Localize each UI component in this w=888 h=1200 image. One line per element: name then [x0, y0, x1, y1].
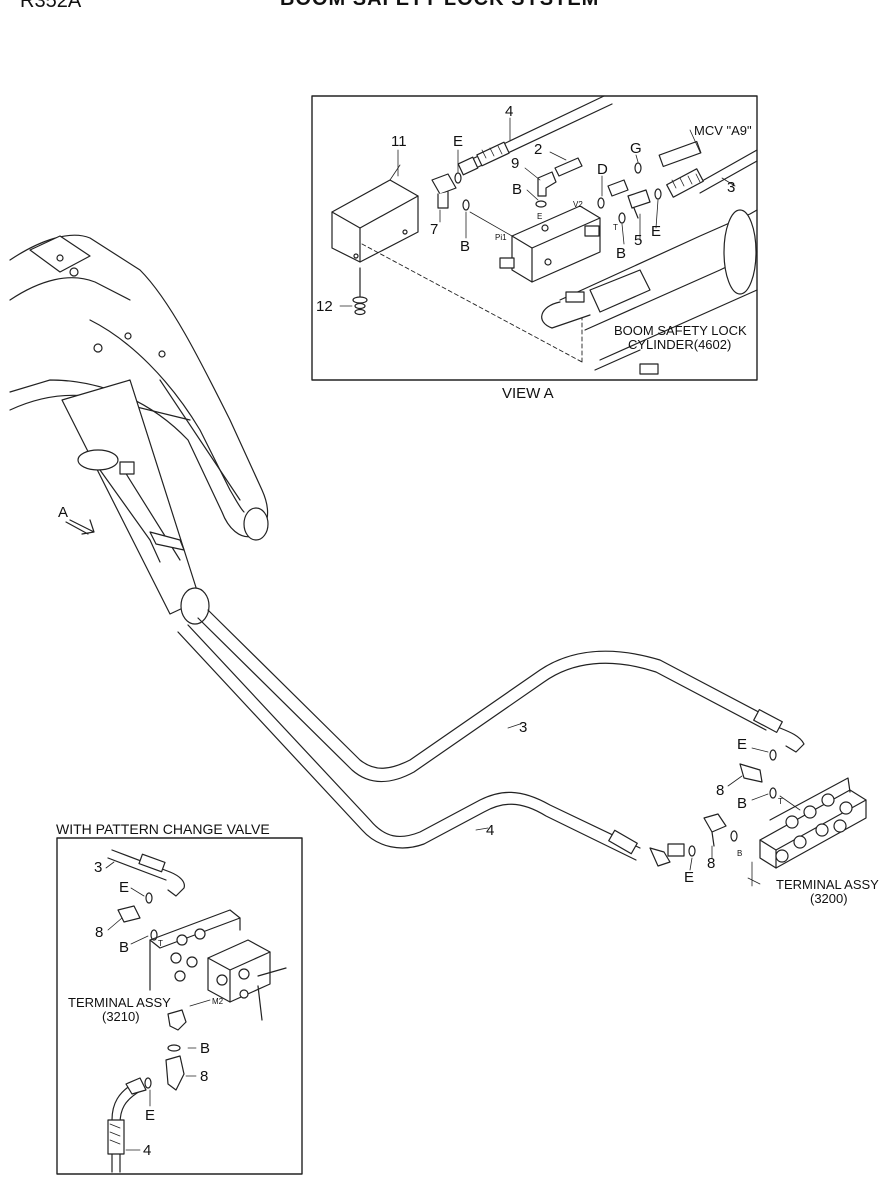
bolt-12 — [352, 267, 368, 316]
inset-leaders — [105, 861, 197, 1151]
bracket-11 — [331, 164, 419, 263]
main-hose-4 — [177, 624, 685, 867]
port-m2-label: M2 — [212, 997, 224, 1006]
mcv-a9-stub — [658, 129, 702, 168]
view-a-hose-4 — [457, 95, 613, 176]
view-arrow-label: A — [58, 504, 69, 521]
inset-tee-8-upper — [117, 905, 141, 923]
view-a-dashed-link — [361, 243, 583, 363]
boom-cylinder — [61, 379, 210, 625]
fitting-d — [607, 179, 629, 197]
view-a-hose-3 — [666, 149, 758, 198]
callout-3-va: 3 — [727, 179, 736, 196]
callout-8-inset1: 8 — [95, 924, 104, 941]
callout-5: 5 — [634, 232, 643, 249]
callout-d: D — [597, 161, 608, 178]
port-t-label-inset: T — [158, 939, 163, 948]
callout-8-inset2: 8 — [200, 1068, 209, 1085]
callout-9: 9 — [511, 155, 520, 172]
callout-8-main2: 8 — [707, 855, 716, 872]
terminal-assy-3200 — [747, 777, 867, 887]
callout-4-inset: 4 — [143, 1142, 152, 1159]
callout-e-main2: E — [684, 869, 695, 886]
callout-e-inset2: E — [145, 1107, 156, 1124]
main-orings — [688, 749, 777, 857]
callout-7: 7 — [430, 221, 439, 238]
main-tee-8-upper — [739, 763, 763, 783]
port-pi1-label: Pi1 — [495, 233, 507, 242]
callout-e-va2: E — [651, 223, 662, 240]
callout-b-inset1: B — [119, 939, 130, 956]
callout-b-va1: B — [512, 181, 523, 198]
inset-pattern-valve — [189, 939, 287, 1021]
terminal-3210-line2: (3210) — [102, 1009, 140, 1024]
inset-orings — [144, 892, 158, 1089]
terminal-3210-line1: TERMINAL ASSY — [68, 995, 171, 1010]
port-e-label: E — [537, 212, 543, 221]
boom-safety-cylinder — [541, 209, 758, 375]
view-a-frame — [311, 95, 758, 381]
callout-12: 12 — [316, 298, 333, 315]
boom-structure — [9, 234, 269, 541]
main-leaders — [475, 723, 801, 871]
fitting-5 — [627, 189, 651, 219]
page-title: BOOM SAFETY LOCK SYSTEM — [280, 0, 599, 11]
port-t-label-main: T — [778, 797, 783, 806]
cylinder-label-line2: CYLINDER(4602) — [628, 337, 732, 352]
callout-e-main1: E — [737, 736, 748, 753]
port-t-label-va: T — [613, 223, 618, 232]
mcv-a9-label: MCV "A9" — [694, 123, 752, 138]
model-code: R352A — [20, 0, 82, 12]
callout-g: G — [630, 140, 642, 157]
callout-b-va2: B — [460, 238, 471, 255]
callout-b-va3: B — [616, 245, 627, 262]
adapter-2 — [554, 157, 583, 177]
inset-frame — [56, 837, 303, 1175]
callout-3-inset: 3 — [94, 859, 103, 876]
main-tee-8-lower — [703, 813, 727, 847]
view-a-orings — [454, 162, 662, 224]
inset-tee-8-lower — [165, 1044, 185, 1091]
inset-title: WITH PATTERN CHANGE VALVE — [56, 821, 270, 837]
view-a-leaders — [339, 117, 736, 307]
main-hose-3 — [197, 609, 805, 782]
callout-b-main1: B — [737, 795, 748, 812]
safety-valve-block — [499, 205, 601, 283]
view-a-caption: VIEW A — [502, 385, 554, 402]
terminal-3200-line2: (3200) — [810, 891, 848, 906]
callout-8-main1: 8 — [716, 782, 725, 799]
elbow-7 — [431, 173, 457, 209]
terminal-3200-line1: TERMINAL ASSY — [776, 877, 879, 892]
callout-2: 2 — [534, 141, 543, 158]
cylinder-label-line1: BOOM SAFETY LOCK — [614, 323, 747, 338]
port-b-label-main: B — [737, 849, 743, 858]
inset-elbow — [167, 1009, 187, 1031]
callout-4-va: 4 — [505, 103, 514, 120]
inset-hose-4 — [107, 1077, 147, 1173]
inset-terminal-3210 — [149, 909, 241, 991]
callout-b-inset2: B — [200, 1040, 211, 1057]
view-a-arrow — [65, 519, 95, 535]
elbow-9 — [537, 171, 557, 197]
callout-11: 11 — [391, 133, 407, 150]
callout-4-main: 4 — [486, 822, 495, 839]
callout-3-main: 3 — [519, 719, 528, 736]
callout-e-va1: E — [453, 133, 464, 150]
callout-e-inset1: E — [119, 879, 130, 896]
port-v2-label: V2 — [573, 200, 583, 209]
inset-hose-3 — [107, 849, 185, 897]
